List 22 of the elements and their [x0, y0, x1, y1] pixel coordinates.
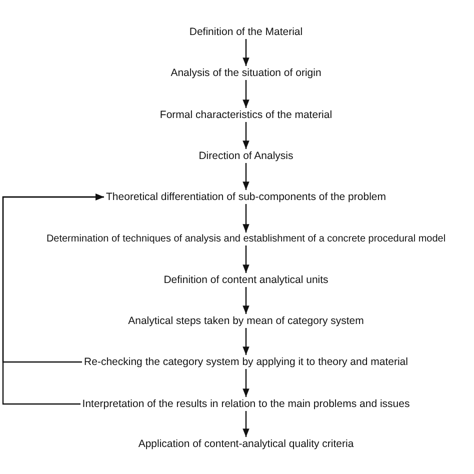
arrow — [242, 411, 250, 437]
arrow — [242, 39, 250, 66]
step-text: Re-checking the category system by applying it to theory and material — [82, 355, 410, 369]
step-text: Direction of Analysis — [196, 149, 296, 163]
arrow — [242, 287, 250, 314]
step-text: Formal characteristics of the material — [158, 108, 334, 122]
arrow — [242, 122, 250, 149]
step-text: Application of content-analytical quality criteria — [136, 437, 356, 451]
arrow — [2, 194, 104, 405]
step-text: Definition of the Material — [187, 25, 305, 39]
step-text: Analytical steps taken by mean of category system — [126, 314, 366, 328]
arrow — [242, 369, 250, 397]
step-text: Interpretation of the results in relation to the main problems and issues — [80, 397, 412, 411]
step-text: Theoretical differentiation of sub-components of the problem — [104, 190, 388, 204]
arrow — [242, 328, 250, 355]
step-text: Determination of techniques of analysis and establishment of a concrete procedural model — [44, 232, 448, 246]
step-text: Analysis of the situation of origin — [168, 66, 324, 80]
arrow — [242, 80, 250, 108]
step-text: Definition of content analytical units — [162, 273, 330, 287]
arrow — [242, 246, 250, 273]
arrow — [242, 163, 250, 190]
arrow — [242, 204, 250, 232]
